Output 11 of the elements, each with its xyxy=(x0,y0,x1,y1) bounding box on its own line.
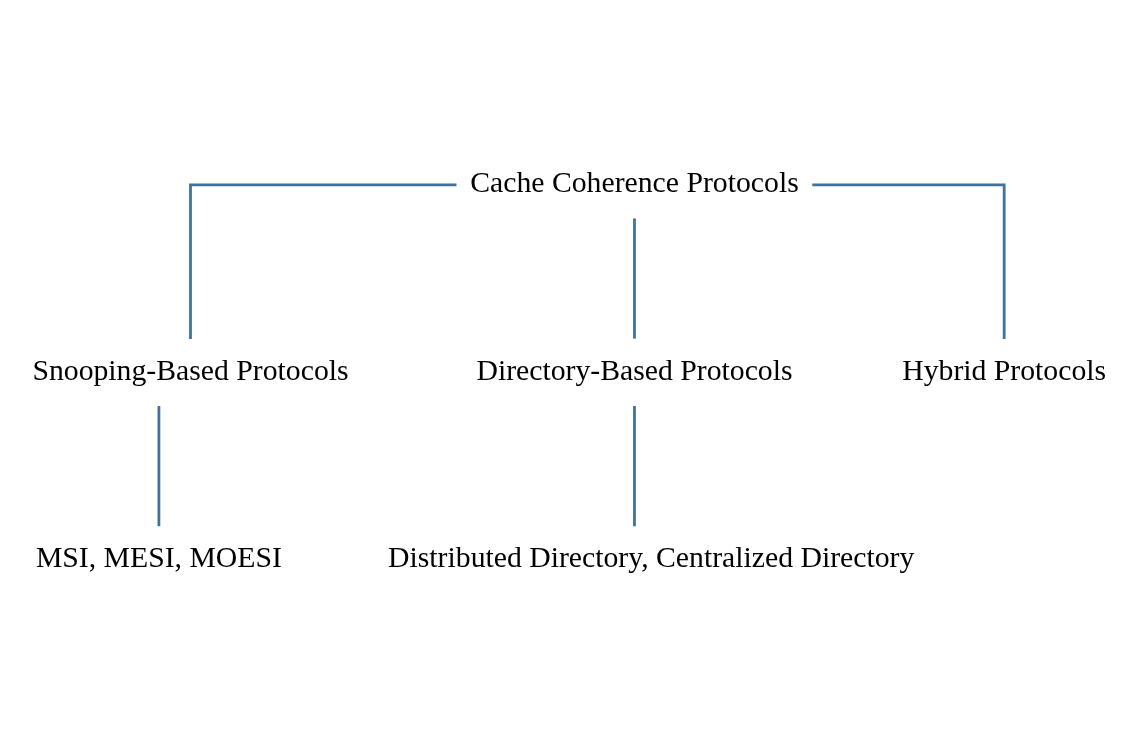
connector xyxy=(812,183,1006,339)
connector xyxy=(189,183,457,339)
node-text: Hybrid Protocols xyxy=(902,353,1107,386)
node-text: Directory-Based Protocols xyxy=(476,353,793,386)
node-text: MSI, MESI, MOESI xyxy=(35,541,282,574)
node-text: Distributed Directory, Centralized Directory xyxy=(388,541,915,574)
connector xyxy=(633,218,636,339)
node-text: Cache Coherence Protocols xyxy=(470,165,799,198)
connector xyxy=(157,406,161,527)
connector xyxy=(633,406,636,527)
node-text: Snooping-Based Protocols xyxy=(32,353,349,386)
